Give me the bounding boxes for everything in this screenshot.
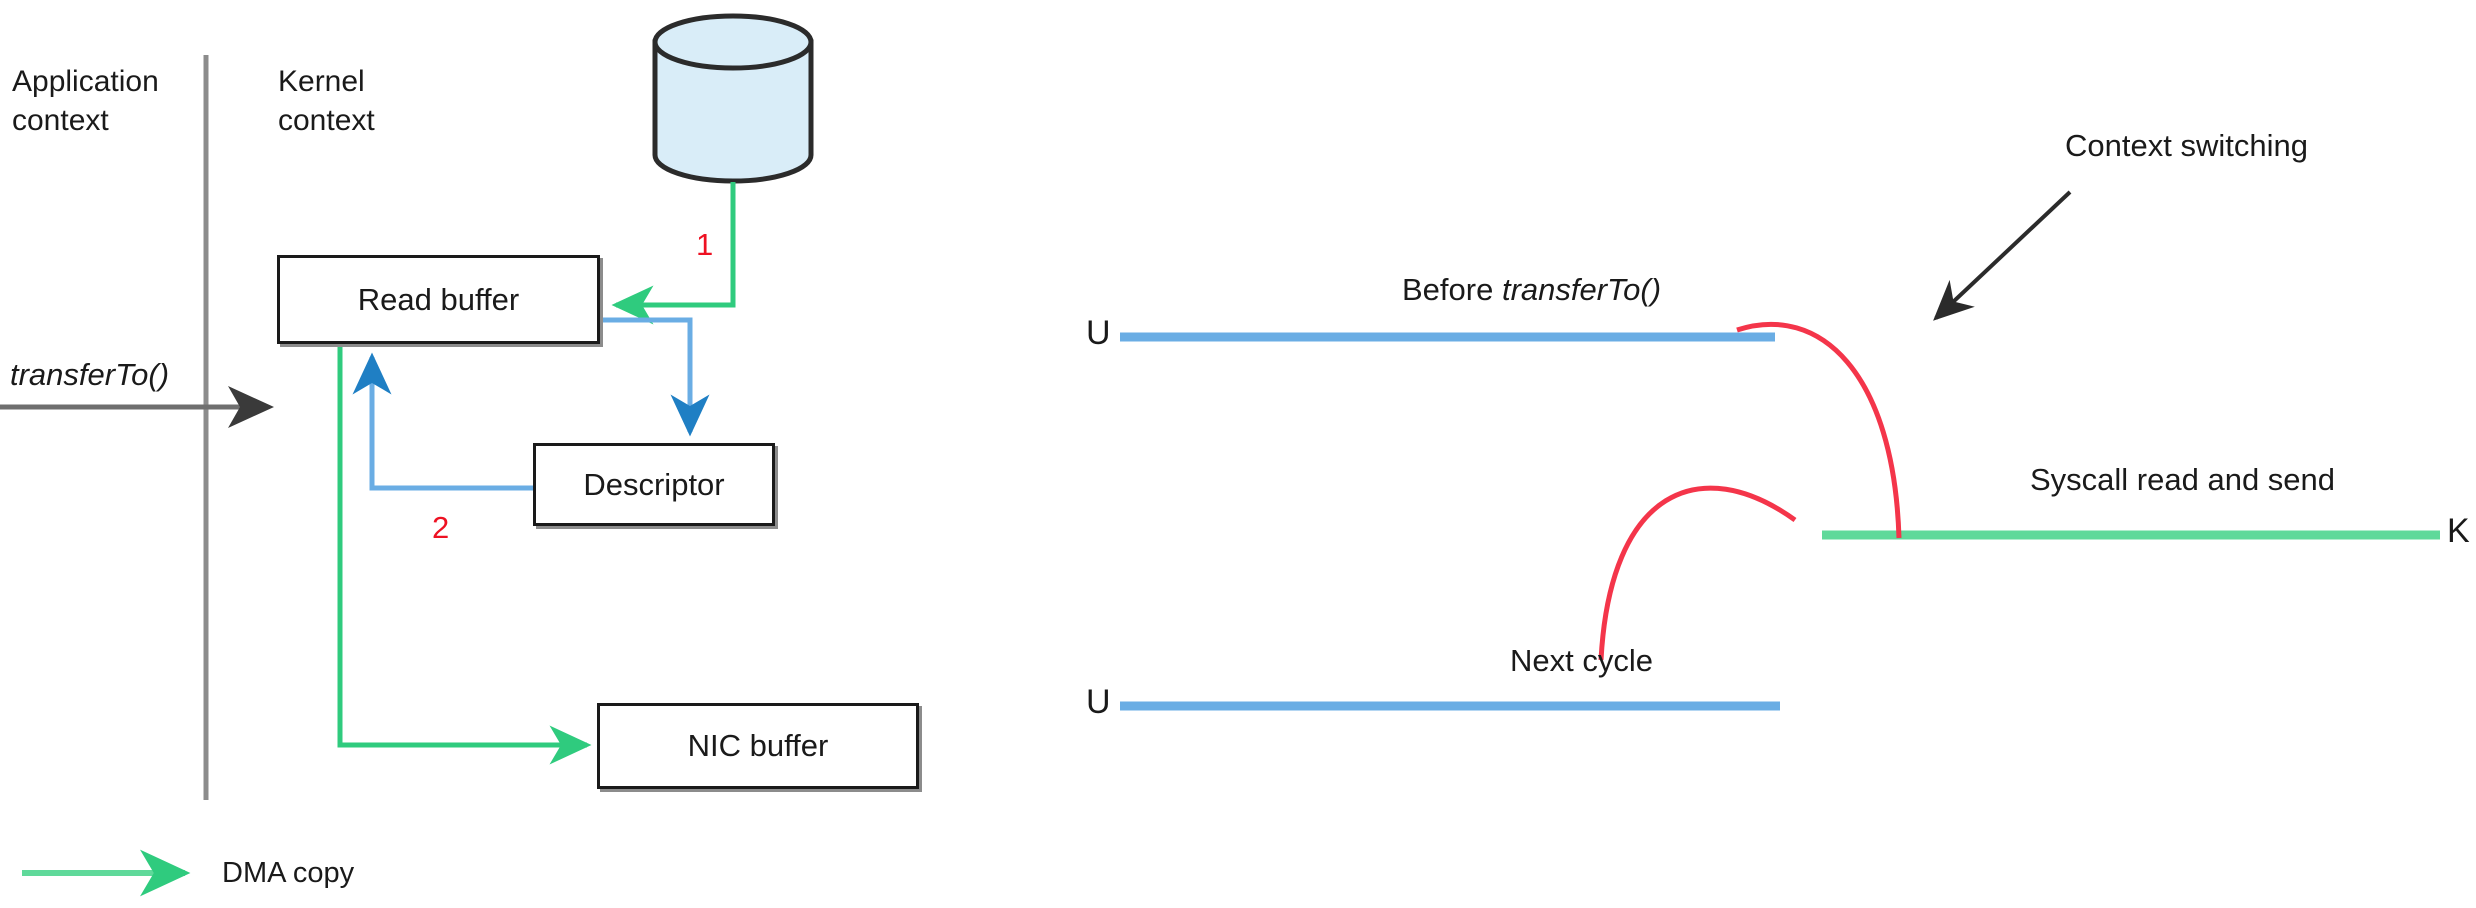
user-line-bottom-label: U	[1086, 683, 1111, 721]
dma-readbuffer-to-nic	[337, 345, 592, 765]
cpu-readbuffer-to-descriptor	[600, 317, 710, 437]
step-number-1: 1	[696, 227, 714, 262]
descriptor-label: Descriptor	[583, 466, 725, 502]
context-switch-arc-bottom	[1598, 485, 1797, 661]
read-buffer-box[interactable]: Read buffer	[277, 255, 600, 344]
disk-cylinder-shape	[652, 13, 814, 184]
application-context-label: Application context	[12, 65, 159, 137]
cpu-descriptor-to-readbuffer	[352, 352, 533, 491]
dma-copy-legend-label: DMA copy	[222, 857, 355, 889]
before-transferto-prefix: Before	[1402, 272, 1502, 307]
syscall-read-and-send-annotation: Syscall read and send	[2030, 462, 2336, 497]
kernel-line-label: K	[2447, 512, 2470, 550]
read-buffer-label: Read buffer	[357, 281, 520, 317]
context-switch-arc-top	[1736, 321, 1902, 539]
descriptor-box[interactable]: Descriptor	[533, 443, 775, 526]
nic-buffer-box[interactable]: NIC buffer	[597, 703, 919, 789]
next-cycle-annotation: Next cycle	[1510, 643, 1653, 678]
context-switching-annotation: Context switching	[2065, 128, 2308, 163]
dma-disk-to-readbuffer	[611, 182, 736, 325]
context-switching-leader	[1933, 190, 2072, 321]
step-number-2: 2	[432, 510, 450, 545]
transferto-call-label: transferTo()	[10, 357, 170, 392]
user-line-top-label: U	[1086, 314, 1111, 352]
kernel-context-label: Kernel context	[278, 65, 375, 137]
before-transferto-italic: transferTo()	[1501, 272, 1662, 307]
before-transferto-annotation: Before transferTo()	[1402, 272, 1661, 308]
nic-buffer-label: NIC buffer	[687, 728, 829, 763]
